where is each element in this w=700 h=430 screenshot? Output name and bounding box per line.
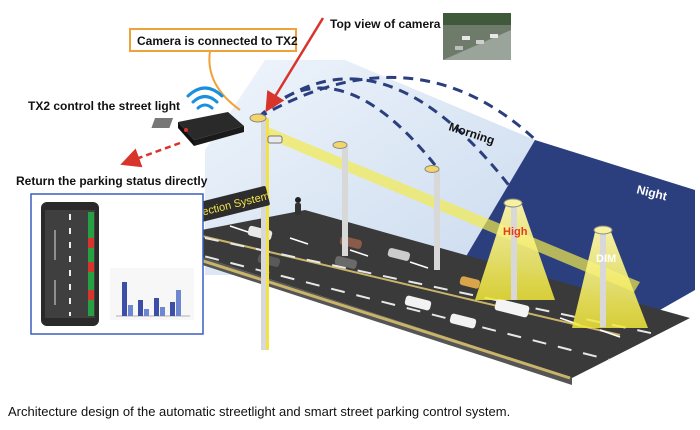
top-view-label: Top view of camera xyxy=(330,17,441,31)
light-beam-dim xyxy=(572,232,648,328)
car xyxy=(334,256,358,269)
car xyxy=(449,313,477,329)
lamp-head xyxy=(503,198,523,208)
lamp-pole xyxy=(511,205,517,300)
car xyxy=(387,248,411,261)
lamp-pole xyxy=(434,170,440,270)
parking-slot-lines xyxy=(229,225,621,338)
lane-markings xyxy=(179,237,661,361)
phone-device xyxy=(41,202,99,326)
street-lamps xyxy=(249,113,613,350)
car xyxy=(404,295,432,311)
top-view-camera-photo xyxy=(443,13,511,60)
camera-connected-label: Camera is connected to TX2 xyxy=(137,34,298,48)
figure-caption: Architecture design of the automatic str… xyxy=(8,404,511,419)
pedestrian xyxy=(295,197,301,215)
return-status-arrow xyxy=(120,141,181,168)
lamp-pole xyxy=(600,232,606,327)
car xyxy=(494,298,530,318)
road xyxy=(150,210,690,378)
camera-on-pole xyxy=(267,135,283,144)
lamp-head xyxy=(332,141,348,149)
mini-bar-chart xyxy=(110,268,194,320)
car xyxy=(459,276,481,289)
high-label: High xyxy=(503,226,528,238)
light-beam-diagonal xyxy=(262,128,640,292)
tx2-board-icon xyxy=(151,112,244,146)
tx2-control-label: TX2 control the street light xyxy=(28,99,180,113)
dim-label: DIM xyxy=(596,253,616,265)
top-view-arrow xyxy=(265,17,325,113)
lamp-pole-highlight xyxy=(266,118,269,350)
cars xyxy=(247,225,530,329)
return-status-label: Return the parking status directly xyxy=(16,174,208,188)
curb-line-bottom xyxy=(149,242,571,380)
lamp-pole xyxy=(342,146,348,256)
camera-cable xyxy=(208,50,241,111)
camera-callout-box xyxy=(129,28,297,52)
lamp-head xyxy=(249,113,267,123)
lamp-head xyxy=(424,165,440,173)
lamp-head xyxy=(593,225,613,235)
wifi-icon xyxy=(186,86,224,110)
lamp-pole xyxy=(261,118,268,350)
